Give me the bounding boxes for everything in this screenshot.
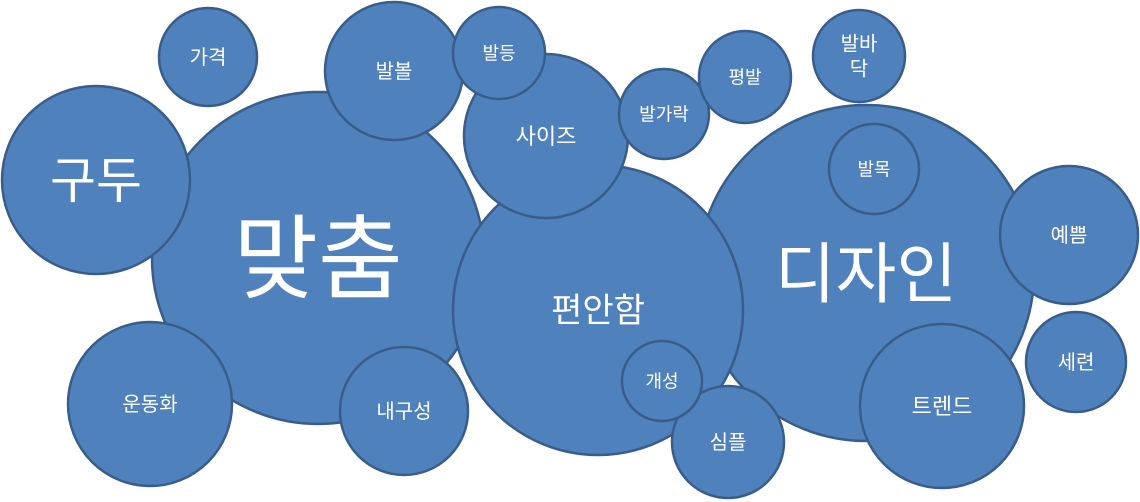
bubble-label: 발목	[857, 159, 890, 180]
bubble-gaeseong: 개성	[620, 339, 704, 423]
bubble-label: 사이즈	[516, 125, 577, 150]
bubble-circle	[697, 29, 793, 125]
bubble-label: 예쁨	[1051, 223, 1088, 247]
bubble-pyeongbal: 평발	[697, 29, 793, 125]
bubble-circle	[827, 122, 921, 216]
bubble-naeguseong: 내구성	[338, 345, 470, 477]
bubble-label: 디자인	[775, 236, 957, 313]
bubble-balmok: 발목	[827, 122, 921, 216]
bubble-label: 가격	[190, 45, 227, 69]
bubble-undonghwa: 운동화	[66, 320, 234, 488]
bubble-label: 맞춤	[233, 206, 402, 313]
bubble-label: 심플	[710, 430, 747, 454]
bubble-label: 개성	[645, 371, 678, 392]
bubble-label: 트렌드	[912, 395, 973, 420]
bubble-yeppeum: 예쁨	[998, 164, 1140, 306]
bubble-label: 발등	[482, 43, 515, 64]
bubble-circle	[998, 164, 1140, 306]
bubble-circle	[811, 8, 907, 104]
bubble-circle	[338, 345, 470, 477]
bubble-baldeung: 발등	[451, 5, 547, 101]
bubble-balgarak: 발가락	[617, 67, 711, 161]
bubble-label: 세련	[1058, 350, 1095, 374]
bubble-label: 내구성	[376, 399, 431, 423]
bubble-circle	[620, 339, 704, 423]
bubble-seryeon: 세련	[1024, 310, 1128, 414]
bubble-matchum: 맞춤	[150, 90, 486, 426]
bubble-circle	[0, 84, 192, 276]
bubble-circle	[1024, 310, 1128, 414]
bubble-circle	[670, 384, 786, 500]
bubble-label: 편안함	[551, 291, 645, 331]
bubble-circle	[617, 67, 711, 161]
bubble-sempeul: 심플	[670, 384, 786, 500]
bubble-circle	[451, 5, 547, 101]
bubble-circle	[66, 320, 234, 488]
bubble-circle	[157, 6, 259, 108]
bubble-teurendeu: 트렌드	[858, 322, 1026, 490]
bubble-gudu: 구두	[0, 84, 192, 276]
bubble-label: 운동화	[122, 392, 177, 416]
bubble-balbol: 발볼	[323, 0, 465, 142]
bubble-circle	[858, 322, 1026, 490]
bubble-label: 발볼	[376, 59, 413, 83]
bubble-gagyeok: 가격	[157, 6, 259, 108]
bubble-label: 구두	[50, 152, 142, 210]
bubble-label: 발가락	[639, 104, 689, 125]
bubble-label: 평발	[728, 67, 761, 88]
